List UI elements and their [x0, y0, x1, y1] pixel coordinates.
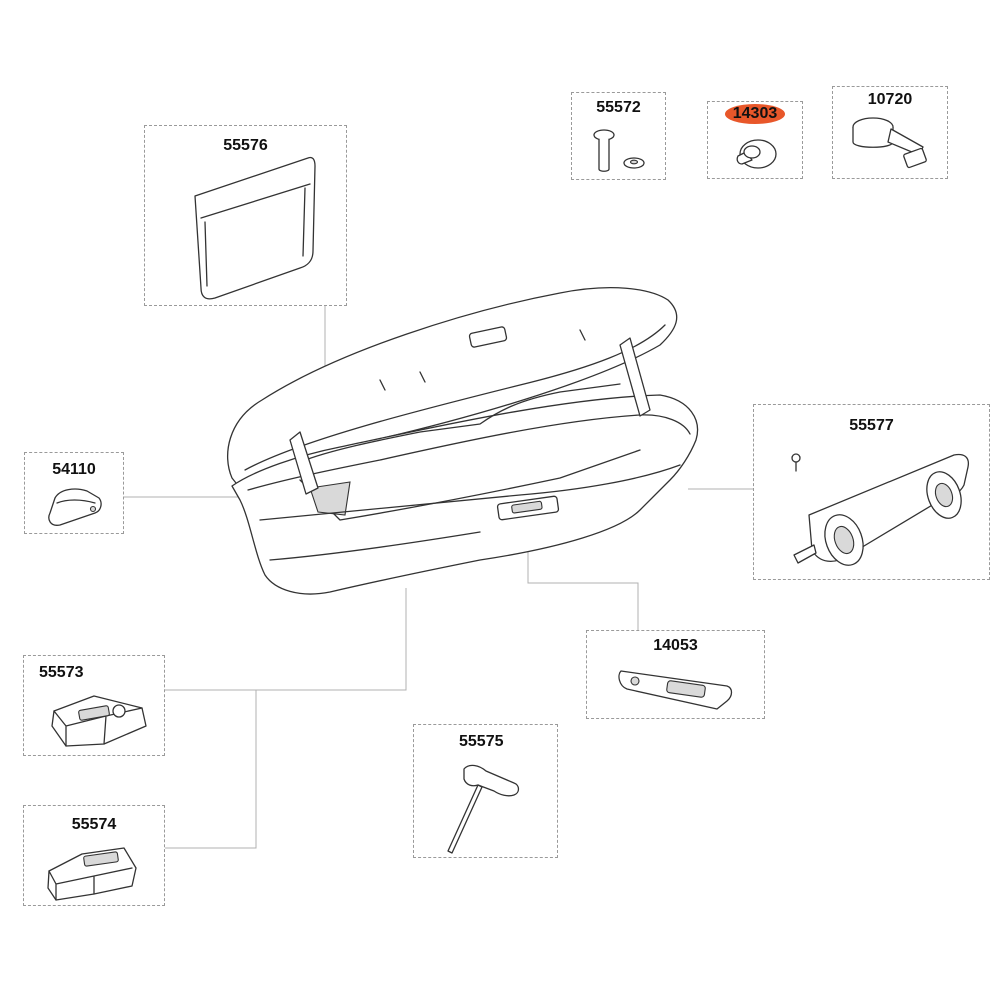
part-number: 55576	[223, 137, 268, 154]
part-number: 10720	[867, 91, 913, 108]
leader-55574	[165, 690, 257, 849]
part-box-55572[interactable]: 55572	[571, 92, 666, 180]
part-number: 55574	[71, 816, 117, 833]
part-number-highlighted: 14303	[724, 104, 786, 124]
handle-icon	[618, 670, 733, 710]
t-handle-key-icon	[447, 764, 520, 854]
part-box-55574[interactable]: 55574	[23, 805, 165, 906]
knob-icon	[736, 139, 777, 169]
part-box-55573[interactable]: 55573	[23, 655, 165, 756]
part-number: 55572	[596, 99, 641, 116]
part-number: 55575	[459, 733, 504, 750]
leader-55573	[165, 588, 407, 691]
part-number: 14053	[653, 637, 698, 654]
mounting-bracket-icon	[47, 847, 137, 901]
part-box-14303[interactable]: 14303	[707, 101, 803, 179]
bolt-and-washer-icon	[593, 129, 645, 172]
mounting-bracket-icon	[51, 695, 147, 747]
part-box-55577[interactable]: 55577	[753, 404, 990, 580]
part-box-54110[interactable]: 54110	[24, 452, 124, 534]
part-number: 54110	[52, 461, 96, 478]
part-box-55575[interactable]: 55575	[413, 724, 558, 858]
part-number: 55577	[849, 417, 894, 434]
part-box-14053[interactable]: 14053	[586, 630, 765, 719]
hinge-assembly-icon	[791, 453, 970, 566]
storage-pocket-icon	[194, 156, 316, 300]
part-box-55576[interactable]: 55576	[144, 125, 347, 306]
strap-icon	[852, 117, 927, 169]
end-cap-icon	[48, 488, 102, 526]
part-number: 55573	[39, 664, 84, 681]
part-box-10720[interactable]: 10720	[832, 86, 948, 179]
